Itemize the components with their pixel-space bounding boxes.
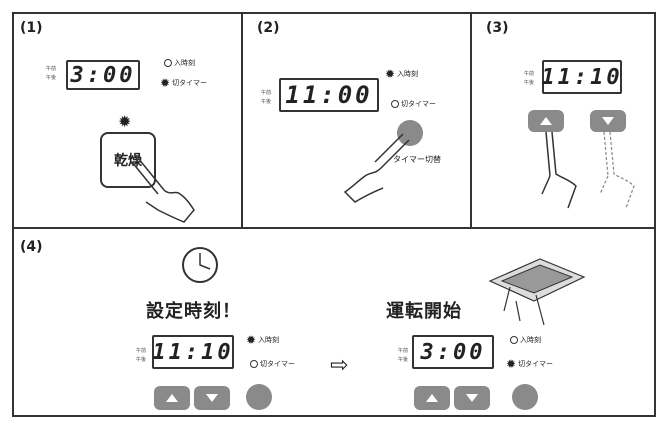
up-button[interactable]: [414, 386, 450, 410]
timer-toggle-button[interactable]: [246, 384, 272, 410]
time-display: 3:00: [66, 60, 140, 90]
set-time-heading: 設定時刻！: [146, 301, 241, 322]
time-display: 11:10: [152, 335, 234, 369]
indicator-off-icon: [391, 100, 399, 108]
up-button[interactable]: [528, 110, 564, 132]
indicator-lit-icon: ✹: [246, 333, 257, 347]
indicator-off-icon: [510, 336, 518, 344]
indicator-off-icon: [164, 59, 172, 67]
down-button[interactable]: [454, 386, 490, 410]
time-display: 11:00: [279, 78, 379, 112]
step-2-panel: (2) 午前午後 11:00 ✹ 入時刻 切タイマー タイマー切替: [241, 12, 472, 229]
down-button[interactable]: [194, 386, 230, 410]
down-arrow-icon: [466, 394, 478, 402]
up-arrow-icon: [166, 394, 178, 402]
off-timer-indicator: ✹ 切タイマー: [506, 357, 554, 371]
off-timer-indicator: 切タイマー: [250, 359, 295, 369]
on-time-indicator: 入時刻: [510, 335, 541, 345]
indicator-lit-icon: ✹: [506, 357, 517, 371]
down-button[interactable]: [590, 110, 626, 132]
step-1-label: (1): [20, 20, 43, 36]
clock-icon: [182, 247, 218, 283]
time-display: 11:10: [541, 60, 622, 94]
step-4-label: (4): [20, 239, 43, 255]
am-pm-label: 午前午後: [46, 66, 57, 81]
step-2-label: (2): [257, 20, 280, 36]
timer-toggle-caption: タイマー切替: [393, 155, 441, 164]
on-time-indicator: ✹ 入時刻: [246, 333, 280, 347]
indicator-lit-icon: ✹: [160, 76, 171, 90]
timer-toggle-button[interactable]: [512, 384, 538, 410]
am-pm-label: 午前午後: [261, 90, 272, 105]
am-pm-label: 午前午後: [524, 71, 535, 86]
am-pm-label: 午前午後: [398, 348, 409, 363]
down-arrow-icon: [206, 394, 218, 402]
start-operation-heading: 運転開始: [386, 301, 462, 322]
timer-toggle-button[interactable]: [397, 120, 423, 146]
time-display: 3:00: [412, 335, 494, 369]
down-arrow-icon: [602, 117, 614, 125]
indicator-off-icon: [250, 360, 258, 368]
hand-pointer-icon: [131, 157, 195, 223]
step-1-panel: (1) 午前午後 3:00 入時刻 ✹ 切タイマー ✹ 乾燥: [12, 12, 243, 229]
am-pm-label: 午前午後: [136, 348, 147, 363]
up-arrow-icon: [426, 394, 438, 402]
sun-icon: ✹: [118, 112, 132, 131]
up-button[interactable]: [154, 386, 190, 410]
hand-pointer-icon: [343, 133, 410, 203]
up-arrow-icon: [540, 117, 552, 125]
hand-pointer-icon: [541, 131, 577, 209]
on-time-indicator: ✹ 入時刻: [385, 67, 419, 81]
hand-pointer-ghost-icon: [599, 131, 635, 209]
transition-arrow: ⇨: [330, 353, 349, 378]
dryer-unit-icon: [488, 258, 586, 326]
step-3-panel: (3) 午前午後 11:10: [470, 12, 656, 229]
indicator-lit-icon: ✹: [385, 67, 396, 81]
off-timer-indicator: ✹ 切タイマー: [160, 76, 208, 90]
step-3-label: (3): [486, 20, 509, 36]
off-timer-indicator: 切タイマー: [391, 99, 436, 109]
step-4-panel: (4) 設定時刻！ 午前午後 11:10 ✹ 入時刻 切タイマー ⇨ 運転開始 …: [12, 227, 656, 417]
on-time-indicator: 入時刻: [164, 58, 195, 68]
